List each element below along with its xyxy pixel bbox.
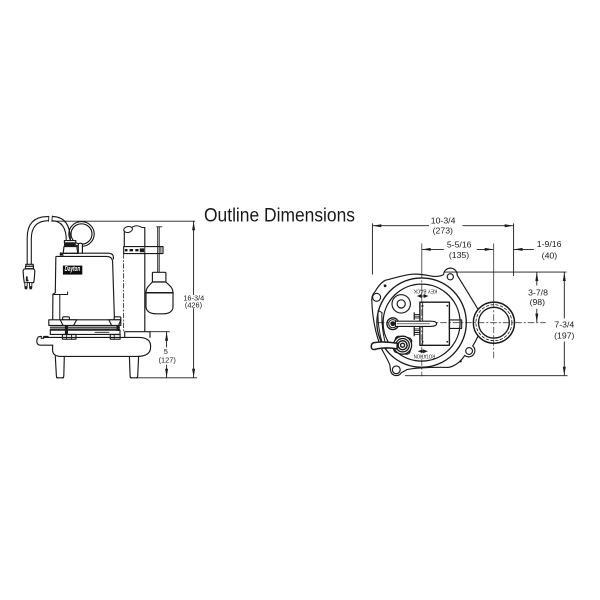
svg-text:Dayton: Dayton (65, 266, 81, 273)
svg-text:(197): (197) (554, 330, 574, 340)
svg-text:ROTATION: ROTATION (414, 352, 436, 358)
svg-text:1-9/16: 1-9/16 (537, 239, 562, 249)
svg-text:(40): (40) (542, 250, 558, 260)
svg-text:Outline Dimensions: Outline Dimensions (204, 206, 355, 227)
svg-text:5-5/16: 5-5/16 (447, 239, 472, 249)
svg-text:7-3/4: 7-3/4 (554, 320, 574, 330)
svg-text:KEY BACK: KEY BACK (413, 288, 437, 294)
svg-text:(127): (127) (159, 355, 176, 364)
svg-text:(135): (135) (449, 250, 469, 260)
svg-text:16-3/4: 16-3/4 (183, 293, 204, 302)
svg-text:(273): (273) (433, 226, 453, 236)
svg-text:10-3/4: 10-3/4 (431, 215, 456, 225)
svg-text:3-7/8: 3-7/8 (528, 287, 548, 297)
svg-text:(426): (426) (185, 301, 202, 310)
svg-text:5: 5 (164, 347, 168, 356)
svg-text:(98): (98) (530, 297, 546, 307)
